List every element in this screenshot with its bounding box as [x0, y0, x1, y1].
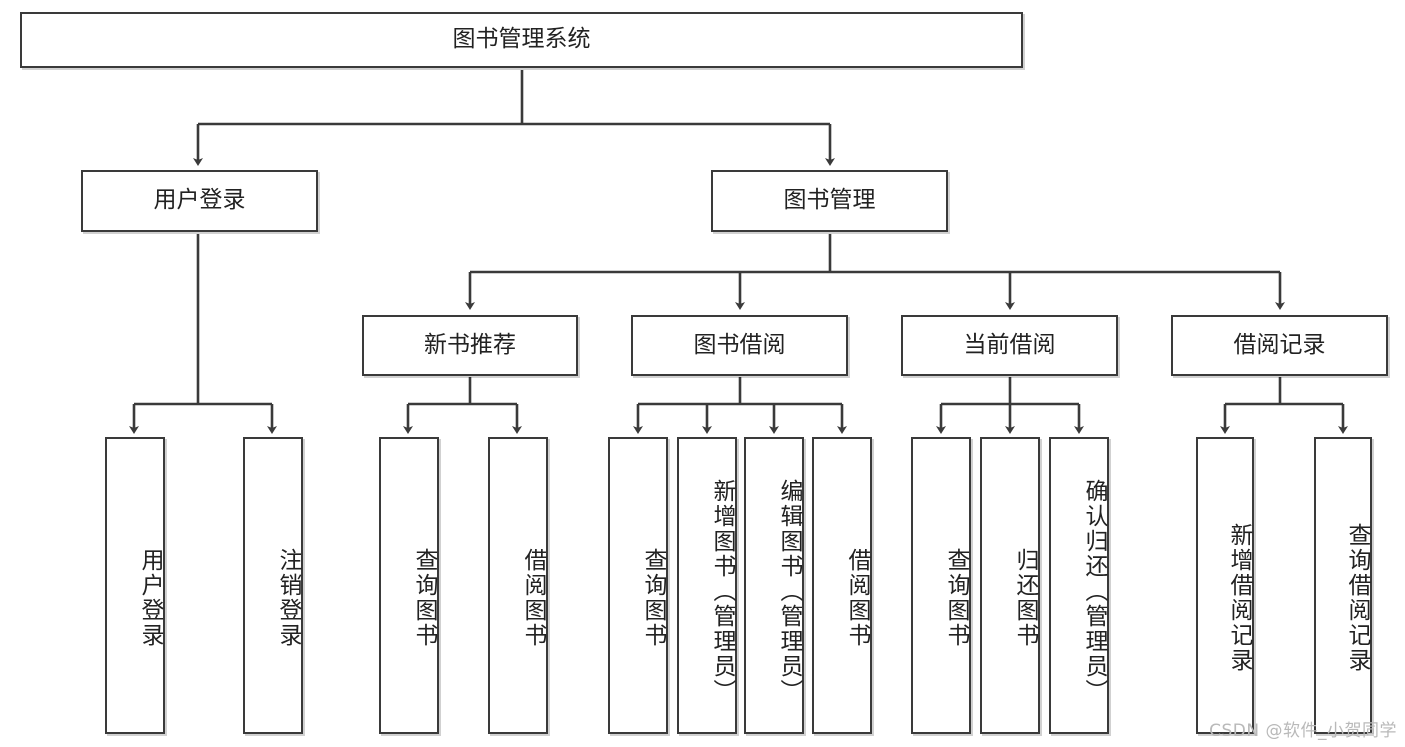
leaf-query-borrow-record[interactable]: 查询借阅记录 — [1314, 437, 1372, 734]
node-borrow-record[interactable]: 借阅记录 — [1171, 315, 1388, 376]
leaf-user-logout[interactable]: 注销登录 — [243, 437, 303, 734]
node-book-borrow[interactable]: 图书借阅 — [631, 315, 848, 376]
node-book-management[interactable]: 图书管理 — [711, 170, 948, 232]
node-root-system[interactable]: 图书管理系统 — [20, 12, 1023, 68]
node-current-borrow[interactable]: 当前借阅 — [901, 315, 1118, 376]
leaf-add-book-admin[interactable]: 新增图书（管理员） — [677, 437, 737, 734]
leaf-borrow-book[interactable]: 借阅图书 — [812, 437, 872, 734]
leaf-return-book[interactable]: 归还图书 — [980, 437, 1040, 734]
leaf-edit-book-admin[interactable]: 编辑图书（管理员） — [744, 437, 804, 734]
leaf-query-book-borrow[interactable]: 查询图书 — [608, 437, 668, 734]
csdn-watermark: CSDN @软件_小贺同学 — [1209, 721, 1397, 741]
leaf-borrow-book-recommend[interactable]: 借阅图书 — [488, 437, 548, 734]
leaf-add-borrow-record[interactable]: 新增借阅记录 — [1196, 437, 1254, 734]
node-new-book-recommend[interactable]: 新书推荐 — [362, 315, 578, 376]
leaf-confirm-return-admin[interactable]: 确认归还（管理员） — [1049, 437, 1109, 734]
leaf-query-book-recommend[interactable]: 查询图书 — [379, 437, 439, 734]
leaf-user-login[interactable]: 用户登录 — [105, 437, 165, 734]
leaf-query-book-current[interactable]: 查询图书 — [911, 437, 971, 734]
node-user-login[interactable]: 用户登录 — [81, 170, 318, 232]
